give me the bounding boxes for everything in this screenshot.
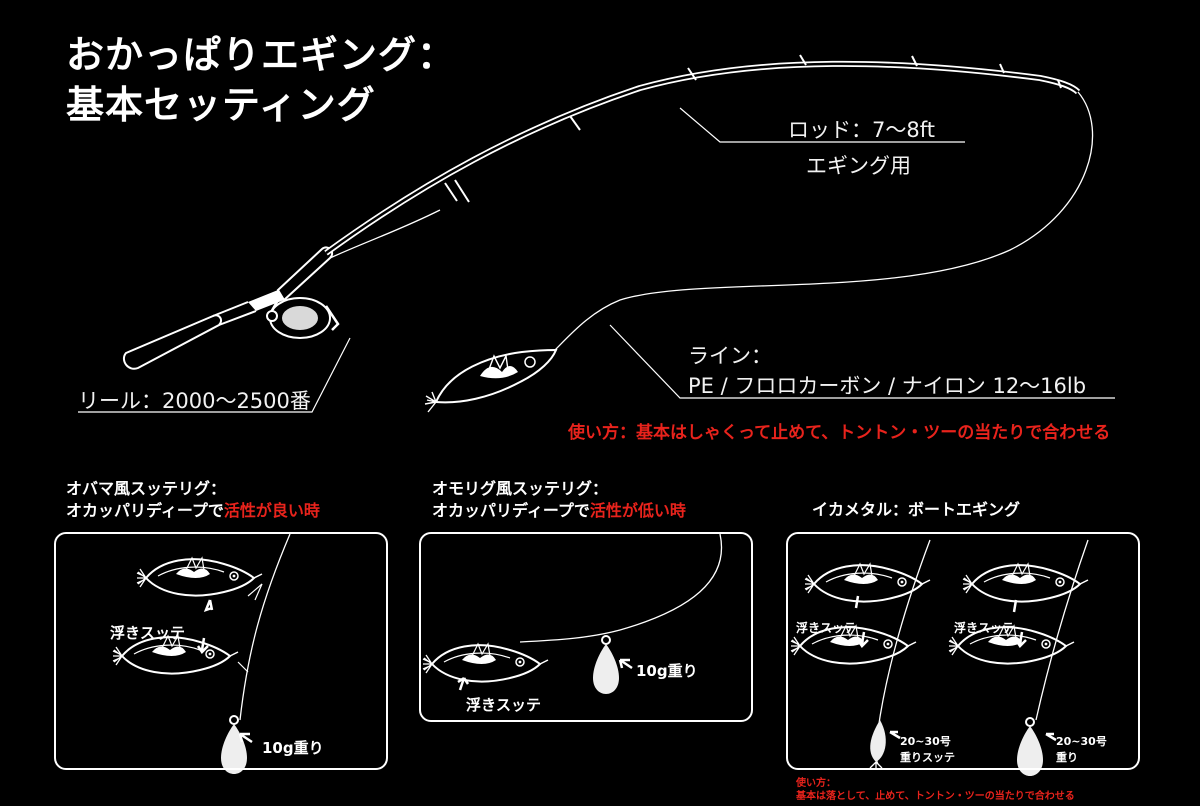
omorig-heading-line2: オカッパリディープで活性が低い時 bbox=[432, 500, 686, 522]
obama-heading-line2: オカッパリディープで活性が良い時 bbox=[66, 500, 320, 522]
ikametal-left-float-label: 浮きスッテ bbox=[796, 621, 857, 635]
obama-heading: オバマ風スッテリグ： オカッパリディープで活性が良い時 bbox=[66, 478, 320, 521]
obama-heading-prefix: オカッパリディープで bbox=[66, 500, 224, 520]
ikametal-left-weight-line1: 20~30号 bbox=[900, 735, 951, 748]
obama-heading-line1: オバマ風スッテリグ： bbox=[66, 479, 227, 498]
rod-label-line1: ロッド：7〜8ft bbox=[788, 118, 935, 142]
obama-panel bbox=[54, 532, 388, 770]
omorig-heading-condition: 活性が低い時 bbox=[589, 500, 686, 520]
reel-label: リール：2000〜2500番 bbox=[78, 389, 311, 413]
main-egi-lure bbox=[424, 348, 558, 413]
obama-heading-condition: 活性が良い時 bbox=[223, 500, 320, 520]
usage-main: 使い方：基本はしゃくって止めて、トントン・ツーの当たりで合わせる bbox=[568, 423, 1111, 443]
omorig-rig-illustration bbox=[422, 533, 723, 695]
callout-leaders bbox=[78, 107, 1115, 413]
fishing-rod bbox=[122, 54, 1094, 370]
obama-rig-illustration bbox=[112, 533, 291, 775]
page-title-line2: 基本セッティング bbox=[66, 83, 376, 127]
ikametal-right-weight-line1: 20~30号 bbox=[1056, 735, 1107, 748]
line-label-line2: PE / フロロカーボン / ナイロン 12〜16lb bbox=[688, 374, 1087, 398]
omorig-float-label: 浮きスッテ bbox=[466, 696, 542, 714]
obama-weight-label: 10g重り bbox=[262, 739, 324, 757]
obama-float-label: 浮きスッテ bbox=[110, 624, 186, 642]
ikametal-usage-line1: 使い方： bbox=[796, 778, 836, 789]
ikametal-left-weight-line2: 重りスッテ bbox=[900, 751, 955, 764]
ikametal-usage-line2: 基本は落として、止めて、トントン・ツーの当たりで合わせる bbox=[796, 791, 1075, 802]
ikametal-panel bbox=[786, 532, 1140, 770]
ikametal-heading: イカメタル：ボートエギング bbox=[812, 500, 1021, 519]
sinker-sutte-icon bbox=[869, 720, 886, 770]
omorig-heading-prefix: オカッパリディープで bbox=[432, 500, 590, 520]
ikametal-right-weight-line2: 重り bbox=[1056, 751, 1078, 764]
omorig-heading: オモリグ風スッテリグ： オカッパリディープで活性が低い時 bbox=[432, 478, 686, 521]
ikametal-rig-illustration bbox=[790, 539, 1089, 777]
line-label-line1: ライン： bbox=[688, 344, 772, 368]
omorig-panel bbox=[419, 532, 753, 722]
spinning-reel bbox=[266, 297, 340, 339]
omorig-weight-label: 10g重り bbox=[636, 662, 698, 680]
omorig-heading-line1: オモリグ風スッテリグ： bbox=[432, 479, 609, 498]
page-title-line1: おかっぱりエギング： bbox=[66, 33, 457, 77]
rod-label-line2: エギング用 bbox=[806, 154, 911, 178]
ikametal-right-float-label: 浮きスッテ bbox=[954, 621, 1015, 635]
